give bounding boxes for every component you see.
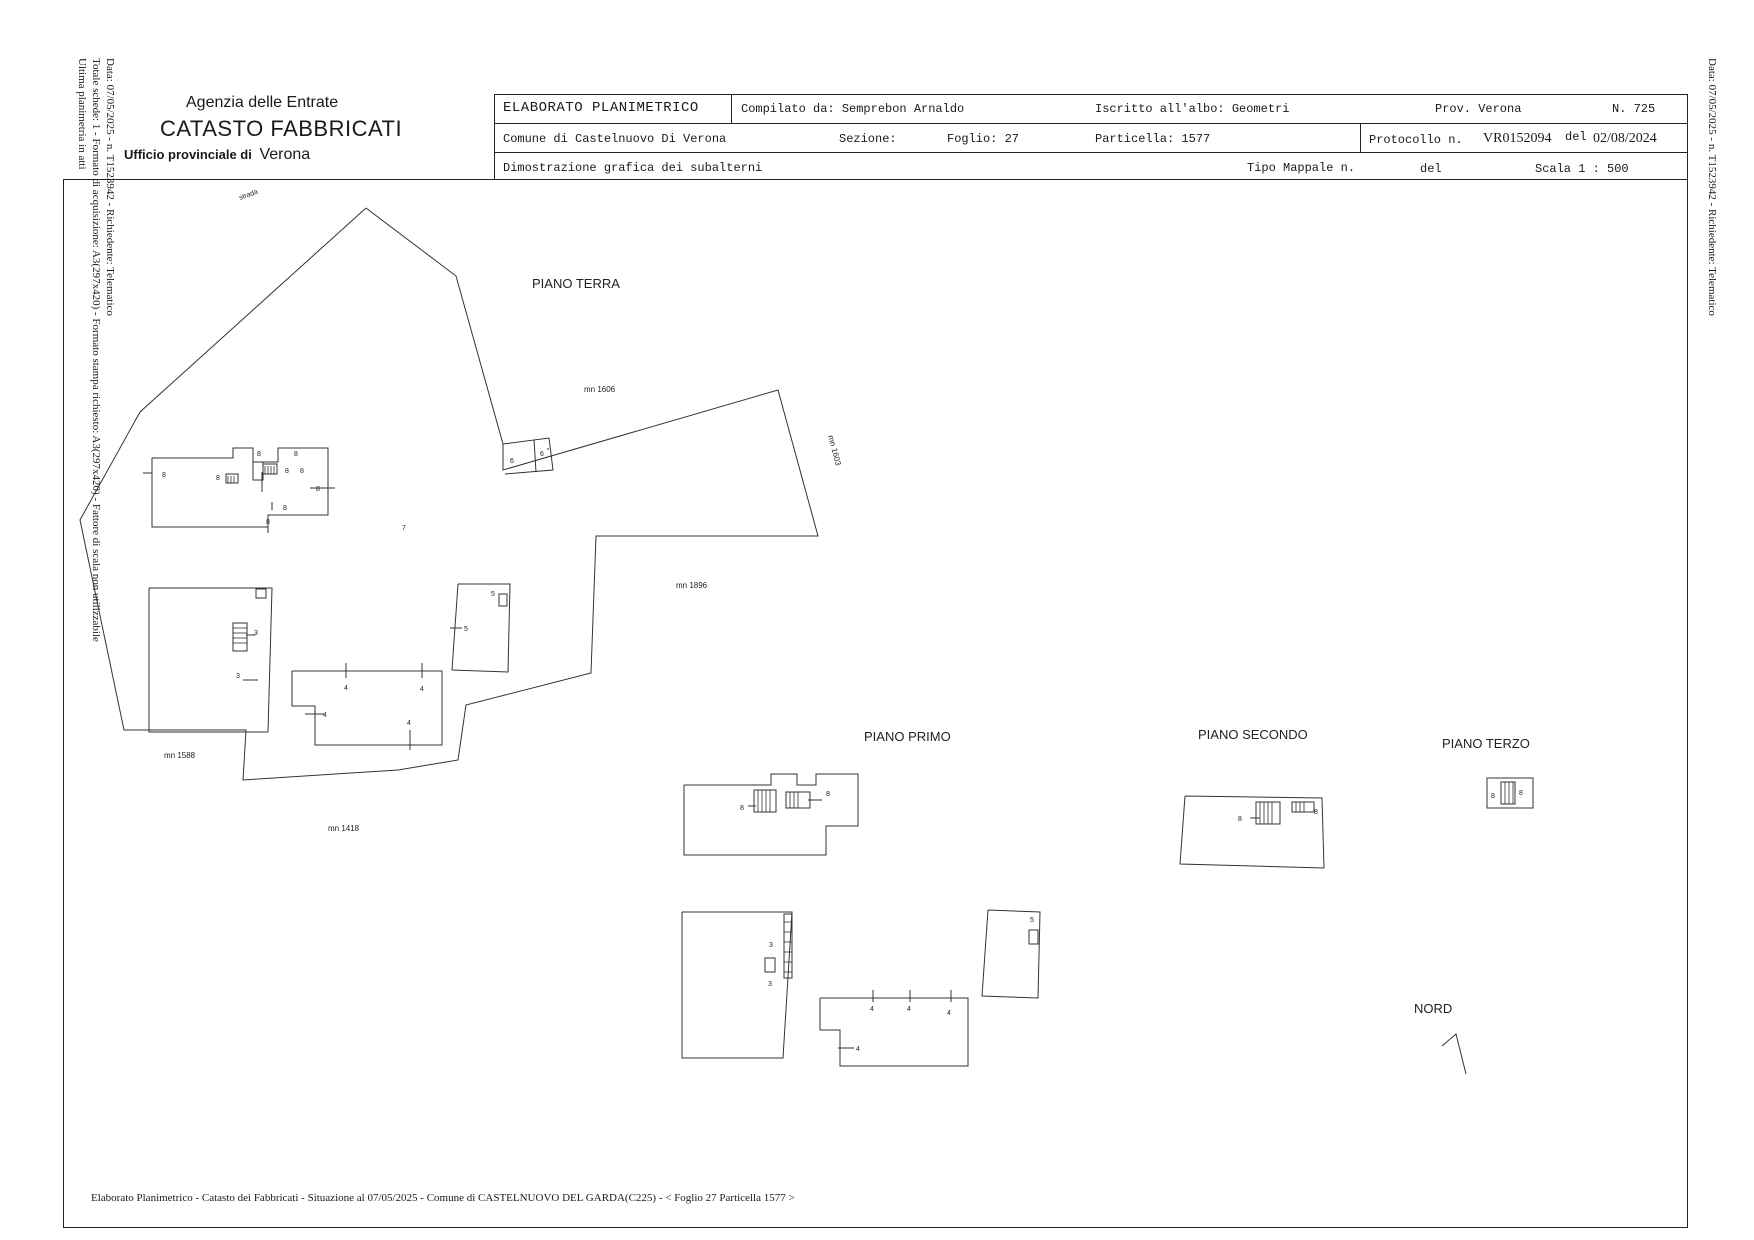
- sub-5-a: 5: [491, 591, 495, 598]
- building-pt-small: [451, 583, 511, 673]
- building-p3: [1486, 777, 1534, 809]
- sub-4-pp-a: 4: [870, 1006, 874, 1013]
- sub-5-b: 5: [464, 626, 468, 633]
- sub-8-f: 8: [300, 468, 304, 475]
- compiled-by: Compilato da: Semprebon Arnaldo: [741, 102, 965, 116]
- label-piano-terra: PIANO TERRA: [532, 276, 620, 291]
- label-piano-terzo: PIANO TERZO: [1442, 736, 1530, 751]
- sub-8-e: 8: [285, 468, 289, 475]
- sub-4-c: 4: [323, 712, 327, 719]
- building-pt-left: [148, 587, 273, 733]
- building-pp-left: [681, 911, 793, 1059]
- building-pt-middle: [291, 670, 443, 746]
- footer-line: Elaborato Planimetrico - Catasto dei Fab…: [91, 1192, 795, 1204]
- doc-title: ELABORATO PLANIMETRICO: [503, 100, 699, 116]
- sub-3-b: 3: [236, 673, 240, 680]
- sub-8-h: 8: [283, 505, 287, 512]
- sub-4-d: 4: [407, 720, 411, 727]
- comune: Comune di Castelnuovo Di Verona: [503, 132, 727, 146]
- office-city: Verona: [259, 146, 311, 163]
- building-ps: [1179, 795, 1325, 869]
- tipo-del: del: [1420, 162, 1442, 176]
- sub-5-pp: 5: [1030, 917, 1034, 924]
- particella: Particella: 1577: [1095, 132, 1211, 146]
- sub-6-a: 6: [510, 458, 514, 465]
- parcel-outline: [79, 207, 819, 781]
- number: N. 725: [1612, 102, 1656, 116]
- del-label: del: [1565, 130, 1587, 144]
- sub-8-ps-b: 8: [1314, 809, 1318, 816]
- sub-6-b: 6: [540, 451, 544, 458]
- label-mn-1606: mn 1606: [584, 385, 616, 394]
- label-mn-1896: mn 1896: [676, 581, 708, 590]
- building-pt-upper: [151, 447, 329, 528]
- label-mn-1603: mn 1603: [826, 434, 843, 467]
- register: Iscritto all'albo: Geometri: [1095, 102, 1290, 116]
- sub-7: 7: [402, 525, 406, 532]
- label-mn-1588: mn 1588: [164, 751, 196, 760]
- sub-8-g: 8: [316, 486, 320, 493]
- sezione: Sezione:: [839, 132, 897, 146]
- label-piano-secondo: PIANO SECONDO: [1198, 727, 1308, 742]
- foglio: Foglio: 27: [947, 132, 1020, 146]
- sub-8-ps-a: 8: [1238, 816, 1242, 823]
- del-value: 02/08/2024: [1593, 131, 1657, 146]
- side-info-line-3: Ultima planimetria in atti: [76, 58, 88, 170]
- building-pp-middle: [819, 997, 969, 1067]
- label-piano-primo: PIANO PRIMO: [864, 729, 951, 744]
- sub-4-b: 4: [420, 686, 424, 693]
- sub-3-pp-b: 3: [768, 981, 772, 988]
- sub-8-a: 8: [162, 472, 166, 479]
- north-arrow: [1441, 1033, 1467, 1075]
- office-prefix: Ufficio provinciale di: [124, 147, 252, 162]
- province: Prov. Verona: [1435, 102, 1522, 116]
- parcel-notch: [502, 437, 554, 475]
- side-info-line-1: Data: 07/05/2025 - n. T152394​2 - Richie…: [104, 58, 116, 316]
- label-corner: strada: [238, 189, 259, 202]
- building-pp-small: [981, 909, 1041, 999]
- protocollo-value: VR0152094: [1483, 131, 1552, 146]
- side-info-left: Data: 07/05/2025 - n. T152394​2 - Richie…: [68, 58, 124, 678]
- sub-8-d: 8: [294, 451, 298, 458]
- sub-4-pp-c: 4: [947, 1010, 951, 1017]
- dimostrazione: Dimostrazione grafica dei subalterni: [503, 161, 763, 175]
- office-line: Ufficio provinciale di Verona: [124, 146, 310, 164]
- label-mn-1418: mn 1418: [328, 824, 360, 833]
- side-info-right: Data: 07/05/2025 - n. T1523942 - Richied…: [1706, 58, 1718, 316]
- header-table: ELABORATO PLANIMETRICO Compilato da: Sem…: [494, 94, 1688, 180]
- drawing-frame: [63, 179, 1688, 1228]
- label-nord: NORD: [1414, 1001, 1452, 1016]
- sub-8-p3-a: 8: [1491, 793, 1495, 800]
- catasto-title: CATASTO FABBRICATI: [160, 116, 403, 141]
- building-pp-upper: [683, 773, 859, 856]
- sub-8-b: 8: [216, 475, 220, 482]
- sub-3-a: 3: [254, 630, 258, 637]
- tipo-mappale: Tipo Mappale n.: [1247, 161, 1356, 175]
- sub-8-i: 8: [266, 519, 270, 526]
- sub-8-p3-b: 8: [1519, 790, 1523, 797]
- agency-name: Agenzia delle Entrate: [186, 94, 339, 111]
- sub-3-pp-a: 3: [769, 942, 773, 949]
- sub-4-pp-b: 4: [907, 1006, 911, 1013]
- sub-8-c: 8: [257, 451, 261, 458]
- protocollo-label: Protocollo n.: [1369, 133, 1463, 147]
- sub-4-pp-d: 4: [856, 1046, 860, 1053]
- sub-4-a: 4: [344, 685, 348, 692]
- scala: Scala 1 : 500: [1535, 162, 1629, 176]
- sub-8-pp-a: 8: [740, 805, 744, 812]
- sub-8-pp-b: 8: [826, 791, 830, 798]
